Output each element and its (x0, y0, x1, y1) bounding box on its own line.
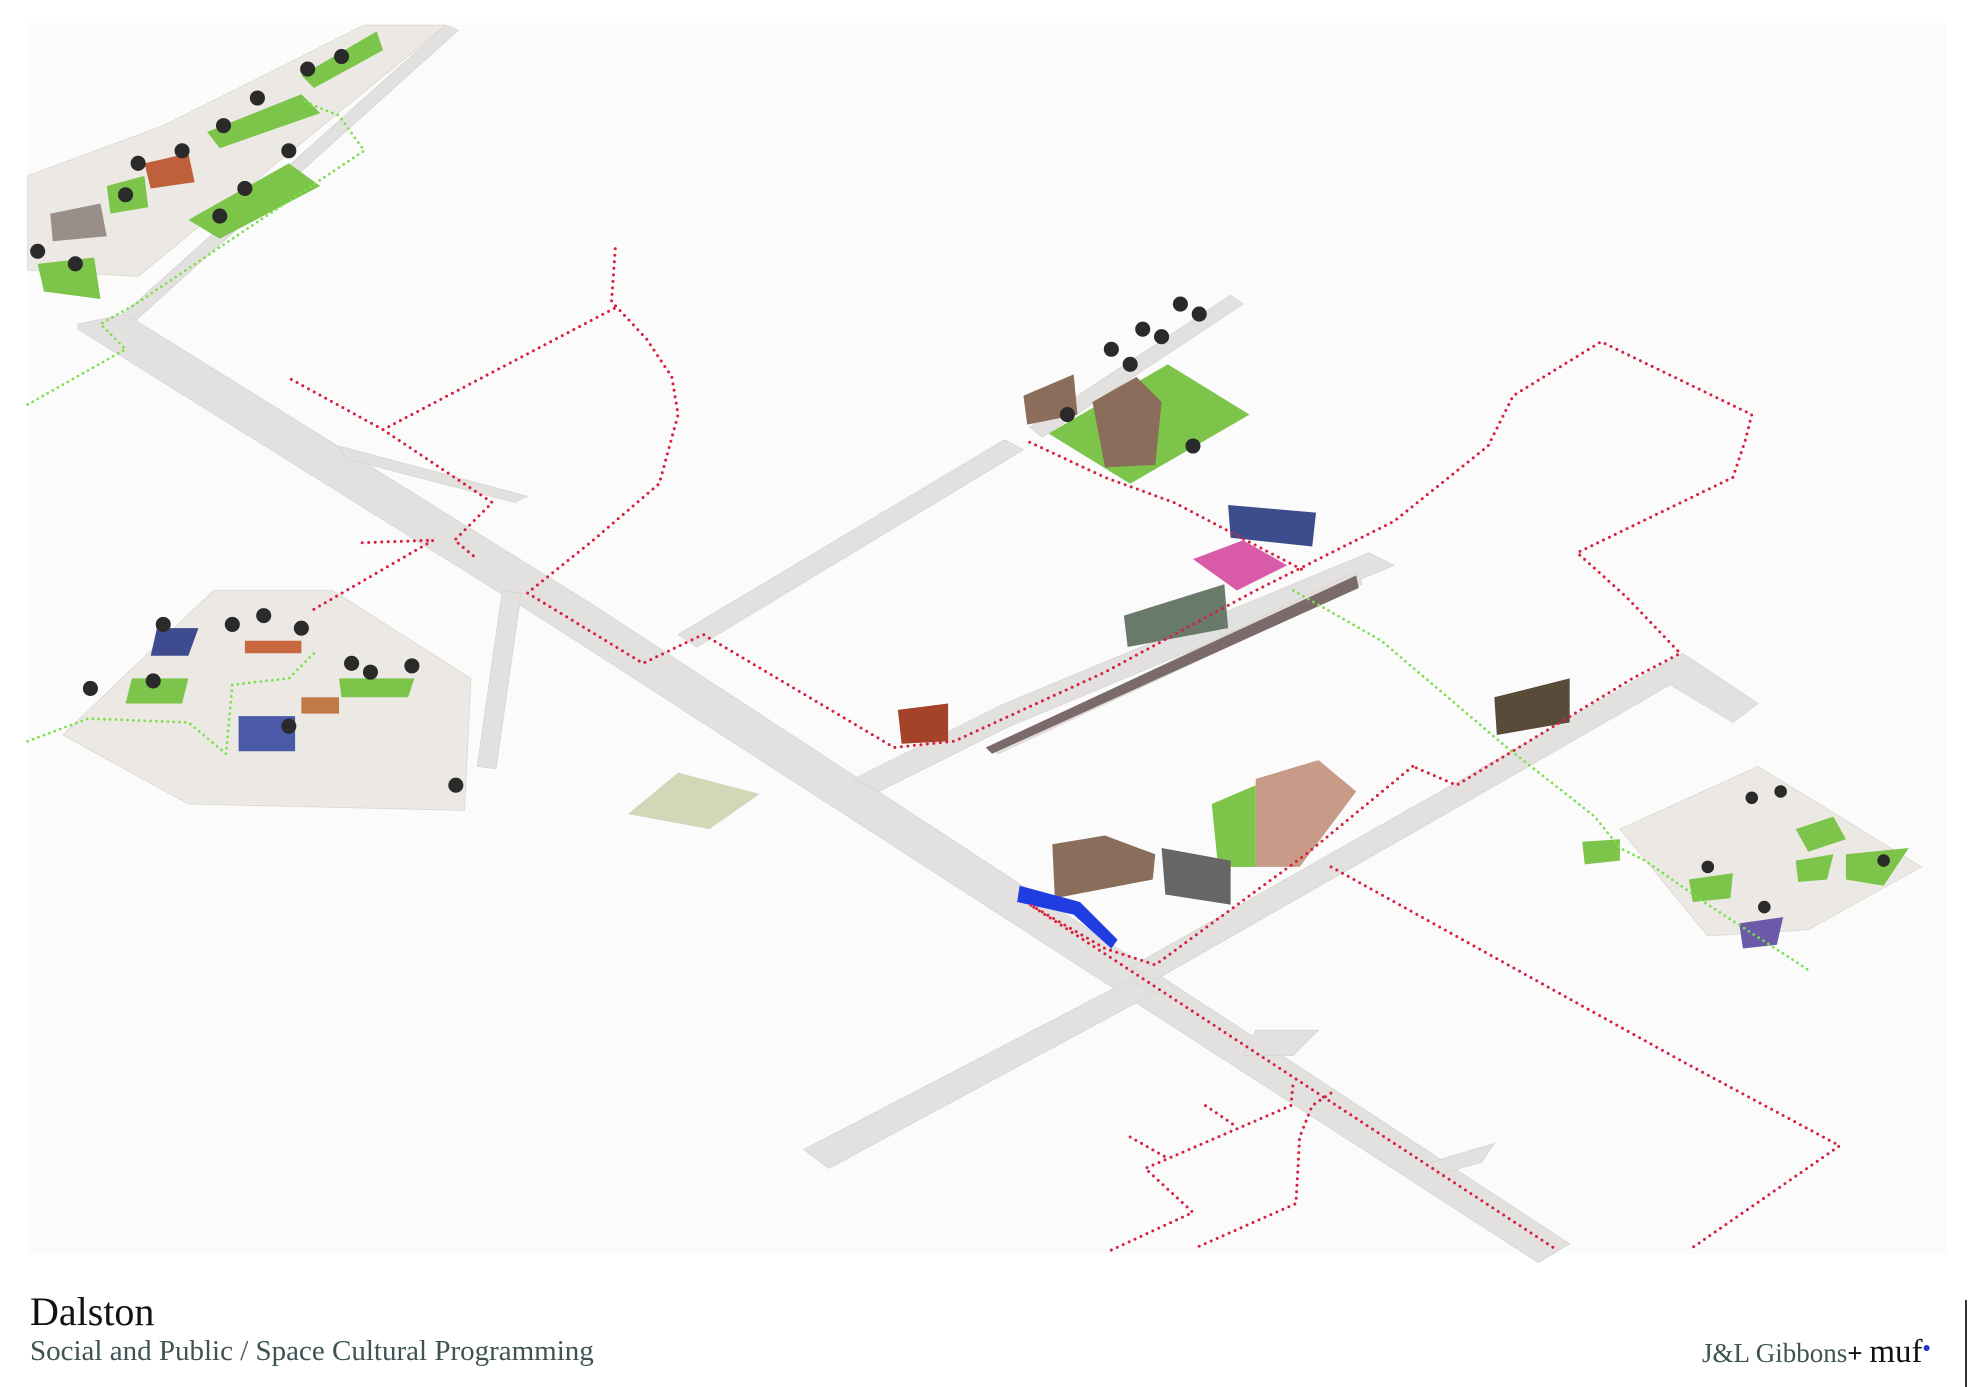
road-west-branch (476, 590, 522, 770)
logo-dot-icon: ● (1922, 1341, 1931, 1356)
cultural-routes (289, 247, 1843, 1252)
red-route-southeast (1329, 865, 1843, 1252)
town-centre-plaza (1017, 760, 1357, 949)
pocket-gardens-east (1582, 765, 1923, 949)
map-subtitle: Social and Public / Space Cultural Progr… (30, 1335, 594, 1367)
red-route-west-2 (381, 306, 617, 432)
credit-plus: + (1847, 1338, 1863, 1368)
page-edge-divider (1965, 1300, 1967, 1387)
estate-west (62, 590, 472, 811)
credit-studio: muf (1869, 1334, 1923, 1370)
road-south-east (1431, 1142, 1496, 1176)
red-route-main-road (1028, 764, 1559, 1252)
red-route-estate (312, 538, 434, 611)
main-road-kingsland (77, 313, 1571, 1264)
road-dalston-lane (853, 552, 1395, 792)
credits: J&L Gibbons+ muf● (1702, 1334, 1931, 1371)
red-route-south-4 (1204, 1104, 1239, 1129)
station-square (985, 540, 1359, 754)
road-southwest (802, 979, 1157, 1169)
small-square-centre (627, 678, 1570, 830)
map-title: Dalston (30, 1289, 155, 1334)
credit-partner: J&L Gibbons (1701, 1338, 1848, 1368)
green-route-west (26, 651, 316, 757)
red-route-west (289, 377, 495, 561)
green-route-east (1292, 589, 1810, 972)
red-route-south-3 (1128, 1135, 1170, 1160)
green-routes (26, 99, 1810, 972)
trees (30, 48, 1890, 914)
red-route-south-2 (1197, 1091, 1333, 1248)
estate-northwest (27, 24, 447, 300)
red-route-south-1 (1109, 1078, 1295, 1252)
church-green (1023, 364, 1317, 547)
road-north-branch (338, 445, 529, 503)
road-to-church (677, 439, 1025, 648)
